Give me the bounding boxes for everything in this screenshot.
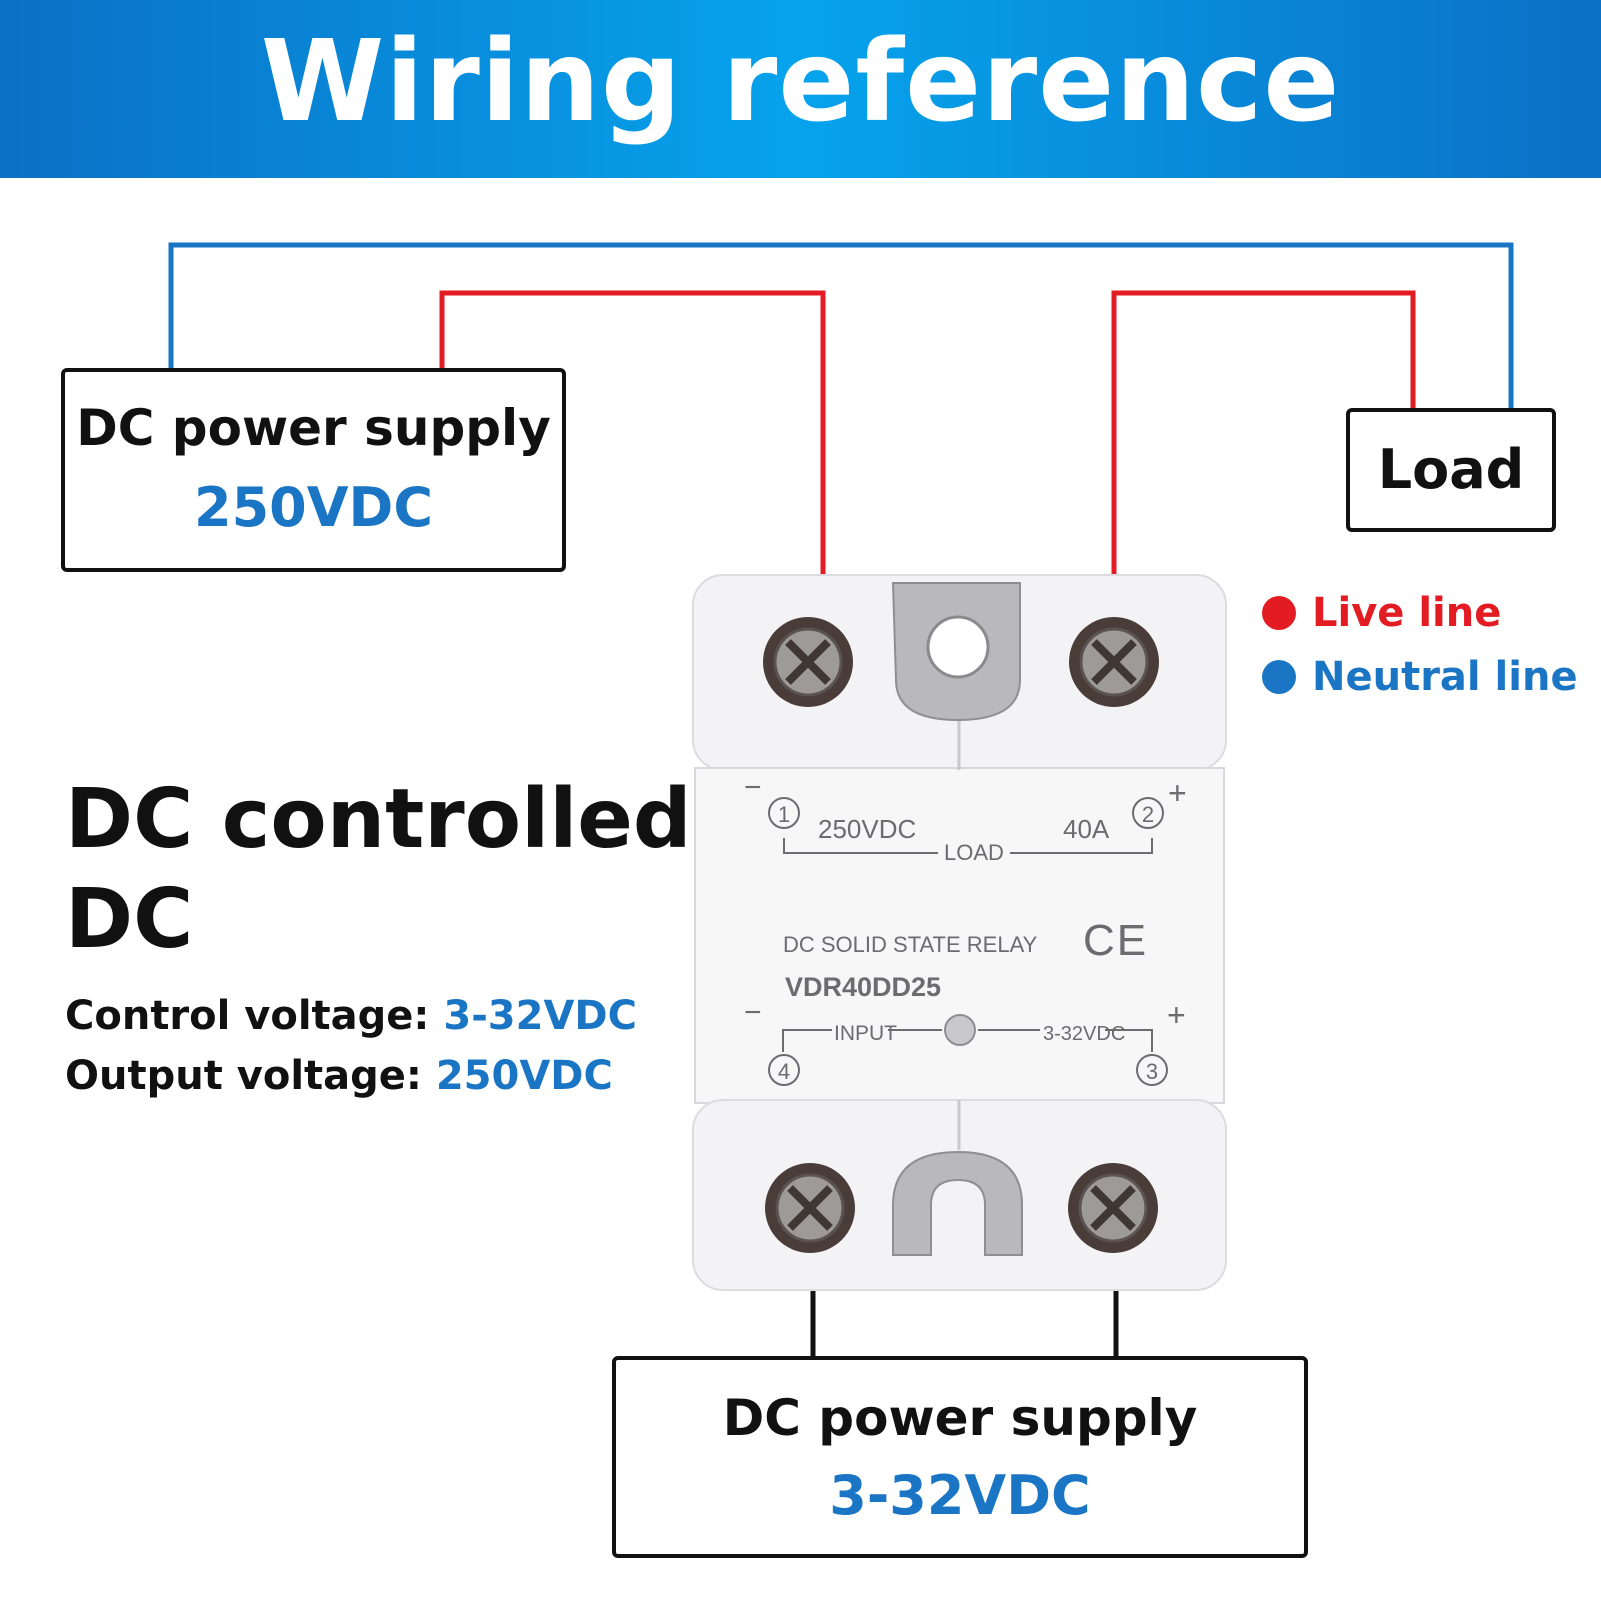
terminal-4-number: 4	[778, 1059, 790, 1084]
terminal-3-plus: +	[1167, 997, 1186, 1033]
relay-type-print: DC SOLID STATE RELAY	[783, 932, 1038, 957]
output-voltage-spec: Output voltage: 250VDC	[65, 1053, 613, 1099]
screw-terminal-4	[765, 1163, 855, 1253]
input-label-print: INPUT	[834, 1022, 897, 1045]
supply-voltage: 250VDC	[194, 476, 433, 539]
neutral-line-dot-icon	[1262, 660, 1296, 694]
terminal-2-number: 2	[1142, 802, 1154, 827]
terminal-1-minus: −	[744, 771, 762, 804]
ce-mark: CE	[1083, 916, 1148, 965]
status-led	[944, 1014, 976, 1046]
bottom-supply-title: DC power supply	[722, 1389, 1198, 1447]
terminal-1-number: 1	[778, 802, 790, 827]
screw-terminal-3	[1068, 1163, 1158, 1253]
terminal-4-minus: −	[744, 996, 762, 1029]
load-title: Load	[1377, 438, 1525, 501]
control-voltage-value: 3-32VDC	[443, 993, 637, 1039]
legend-neutral-label: Neutral line	[1312, 654, 1578, 700]
model-number-print: VDR40DD25	[785, 972, 941, 1002]
heading-line-1: DC controlled	[65, 772, 692, 867]
terminal-2-plus: +	[1168, 775, 1187, 811]
live-line-dot-icon	[1262, 596, 1296, 630]
legend-neutral-line: Neutral line	[1262, 654, 1578, 700]
live-wire-supply	[439, 290, 826, 575]
control-voltage-label: Control voltage:	[65, 993, 430, 1039]
load-box: Load	[1346, 408, 1556, 532]
solid-state-relay: − 1 250VDC 40A 2 + LOAD DC SOLID STATE R…	[692, 574, 1227, 1291]
supply-title: DC power supply	[76, 399, 551, 457]
screw-terminal-1	[763, 617, 853, 707]
legend-live-line: Live line	[1262, 590, 1501, 636]
terminal-3-number: 3	[1146, 1059, 1158, 1084]
load-current-print: 40A	[1063, 814, 1110, 844]
control-voltage-spec: Control voltage: 3-32VDC	[65, 993, 637, 1039]
dc-power-supply-250vdc-box: DC power supply 250VDC	[61, 368, 566, 572]
live-wire-load	[1111, 290, 1416, 575]
heading-line-2: DC	[65, 872, 194, 967]
mounting-bracket-bottom	[892, 1150, 1023, 1256]
bottom-supply-voltage: 3-32VDC	[829, 1464, 1091, 1527]
neutral-wire	[168, 242, 1514, 410]
load-voltage-print: 250VDC	[818, 814, 916, 844]
dc-power-supply-3-32vdc-box: DC power supply 3-32VDC	[612, 1356, 1308, 1558]
title-banner	[0, 0, 1601, 178]
input-range-print: 3-32VDC	[1043, 1023, 1125, 1045]
legend-live-label: Live line	[1312, 590, 1502, 636]
screw-terminal-2	[1069, 617, 1159, 707]
output-voltage-value: 250VDC	[435, 1053, 613, 1099]
output-voltage-label: Output voltage:	[65, 1053, 422, 1099]
page-title: Wiring reference	[260, 17, 1341, 147]
load-label-print: LOAD	[944, 840, 1004, 865]
